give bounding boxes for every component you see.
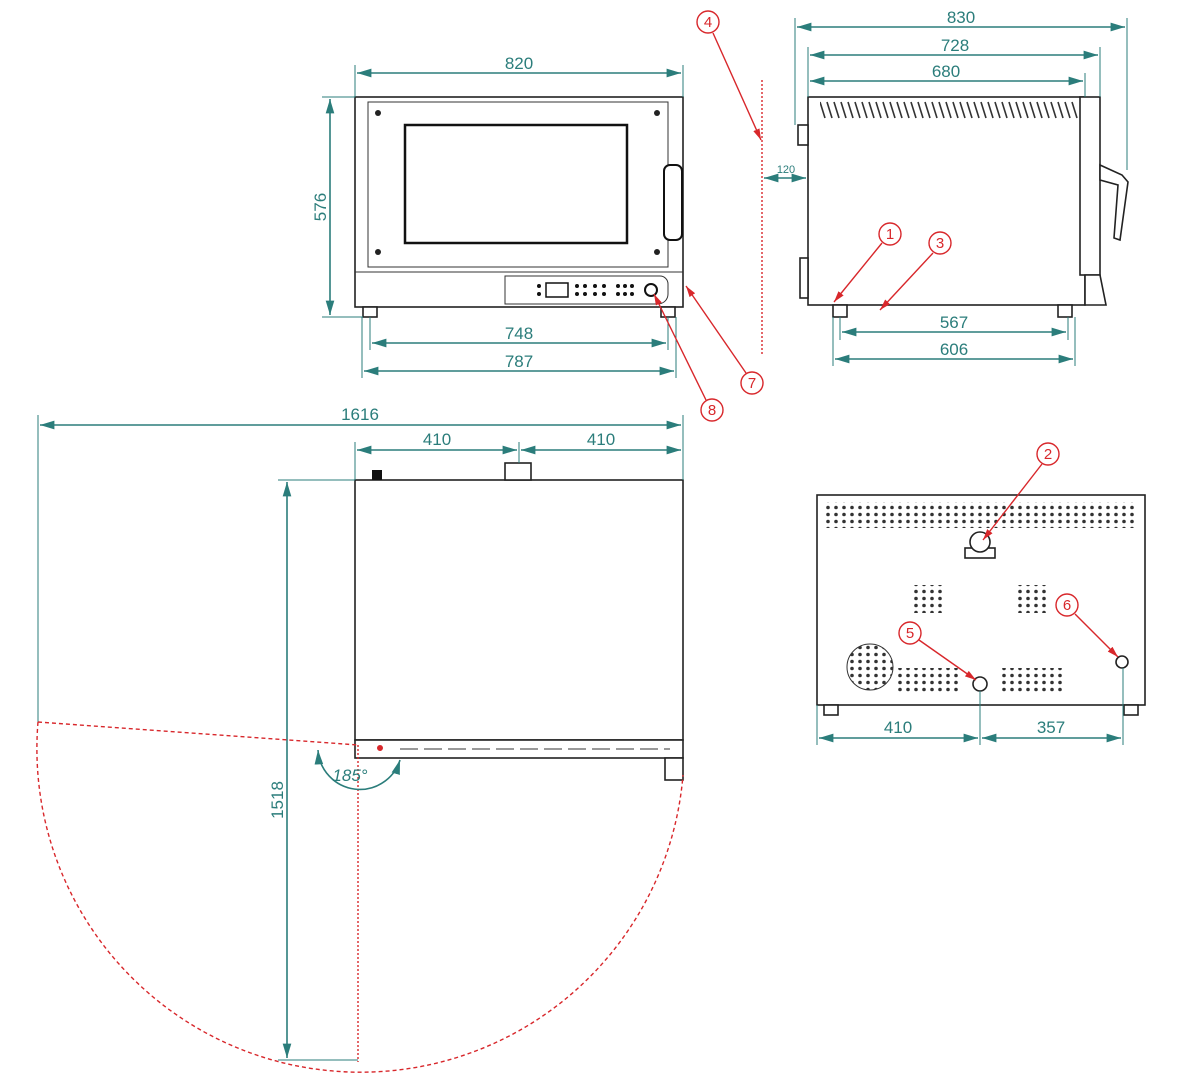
callout-3: 3 <box>879 231 952 311</box>
callouts: 1 2 3 4 5 6 7 8 <box>653 10 1119 681</box>
callout-8: 8 <box>653 293 724 422</box>
back-view: 410 357 <box>816 494 1146 745</box>
door-handle <box>663 164 683 241</box>
dim-680: 680 <box>932 62 960 81</box>
equipotential-connector <box>1115 655 1129 669</box>
front-view: 820 576 748 787 <box>311 54 684 378</box>
dim-728: 728 <box>941 36 969 55</box>
door-swing-arc <box>36 721 684 1073</box>
side-view: 830 728 680 120 567 606 <box>764 8 1129 366</box>
dim-1518: 1518 <box>268 781 287 819</box>
dim-410-left: 410 <box>423 430 451 449</box>
dim-410-back: 410 <box>884 718 912 737</box>
callout-7: 7 <box>685 285 764 395</box>
oven-window <box>403 123 629 245</box>
dim-567: 567 <box>940 313 968 332</box>
top-view: 1616 410 410 1518 185° <box>36 405 684 1073</box>
oven-top-body <box>354 479 684 741</box>
dim-830: 830 <box>947 8 975 27</box>
dim-606: 606 <box>940 340 968 359</box>
svg-text:2: 2 <box>1044 446 1052 463</box>
dim-357: 357 <box>1037 718 1065 737</box>
angle-arc <box>314 749 401 791</box>
svg-text:7: 7 <box>748 375 756 392</box>
svg-text:8: 8 <box>708 402 716 419</box>
callout-4: 4 <box>696 10 762 141</box>
dim-410-right: 410 <box>587 430 615 449</box>
dim-1616: 1616 <box>341 405 379 424</box>
svg-text:1: 1 <box>886 226 894 243</box>
open-door <box>354 739 684 759</box>
side-handle <box>1099 163 1129 242</box>
svg-text:6: 6 <box>1063 597 1071 614</box>
svg-text:5: 5 <box>906 625 914 642</box>
dim-120: 120 <box>777 164 795 176</box>
dim-748: 748 <box>505 324 533 343</box>
callout-6: 6 <box>1055 593 1119 658</box>
dim-576: 576 <box>311 193 330 221</box>
side-vents <box>820 101 1078 121</box>
power-knob <box>644 283 658 297</box>
dim-787: 787 <box>505 352 533 371</box>
oven-side-body <box>807 96 1086 306</box>
callout-1: 1 <box>833 222 902 303</box>
angle-185: 185° <box>332 766 367 785</box>
dim-820: 820 <box>505 54 533 73</box>
svg-text:3: 3 <box>936 235 944 252</box>
callout-2: 2 <box>982 442 1060 541</box>
callout-5: 5 <box>898 621 977 681</box>
svg-text:4: 4 <box>704 14 712 31</box>
